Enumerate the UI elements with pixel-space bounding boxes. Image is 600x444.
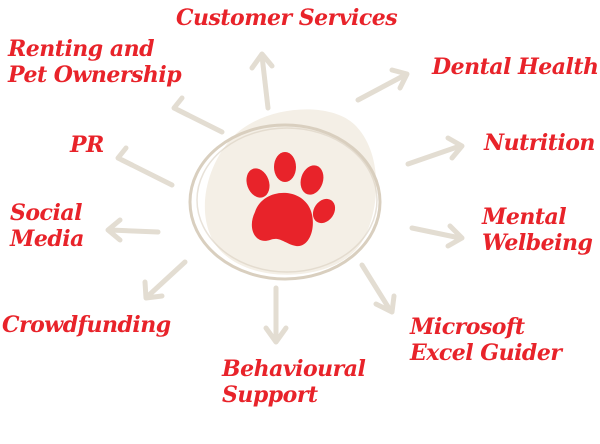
- topic-dental-health: Dental Health: [432, 54, 599, 80]
- arrow-pr: [115, 145, 175, 188]
- topic-microsoft-excel: Microsoft Excel Guider: [410, 314, 562, 366]
- arrow-behavioural-support: [263, 285, 289, 345]
- topic-renting: Renting and Pet Ownership: [8, 36, 182, 88]
- topic-nutrition: Nutrition: [484, 130, 595, 156]
- arrow-renting: [171, 95, 225, 135]
- arrow-dental-health: [355, 67, 410, 103]
- topic-customer-services: Customer Services: [176, 5, 398, 31]
- arrow-customer-services: [249, 51, 275, 111]
- topic-pr: PR: [70, 132, 104, 158]
- center-blob: [204, 109, 377, 275]
- arrow-nutrition: [405, 135, 465, 167]
- center-ring-inner: [196, 127, 378, 273]
- arrow-microsoft-excel: [359, 262, 397, 315]
- arrow-mental-welbeing: [409, 223, 465, 249]
- topic-crowdfunding: Crowdfunding: [2, 312, 171, 338]
- topic-social-media: Social Media: [10, 200, 84, 252]
- paw-icon: [246, 152, 336, 247]
- topic-behavioural-support: Behavioural Support: [222, 356, 366, 408]
- topic-mental-welbeing: Mental Welbeing: [482, 204, 593, 256]
- arrow-social-media: [105, 217, 161, 243]
- arrow-crowdfunding: [142, 259, 188, 301]
- center-ring: [188, 123, 382, 281]
